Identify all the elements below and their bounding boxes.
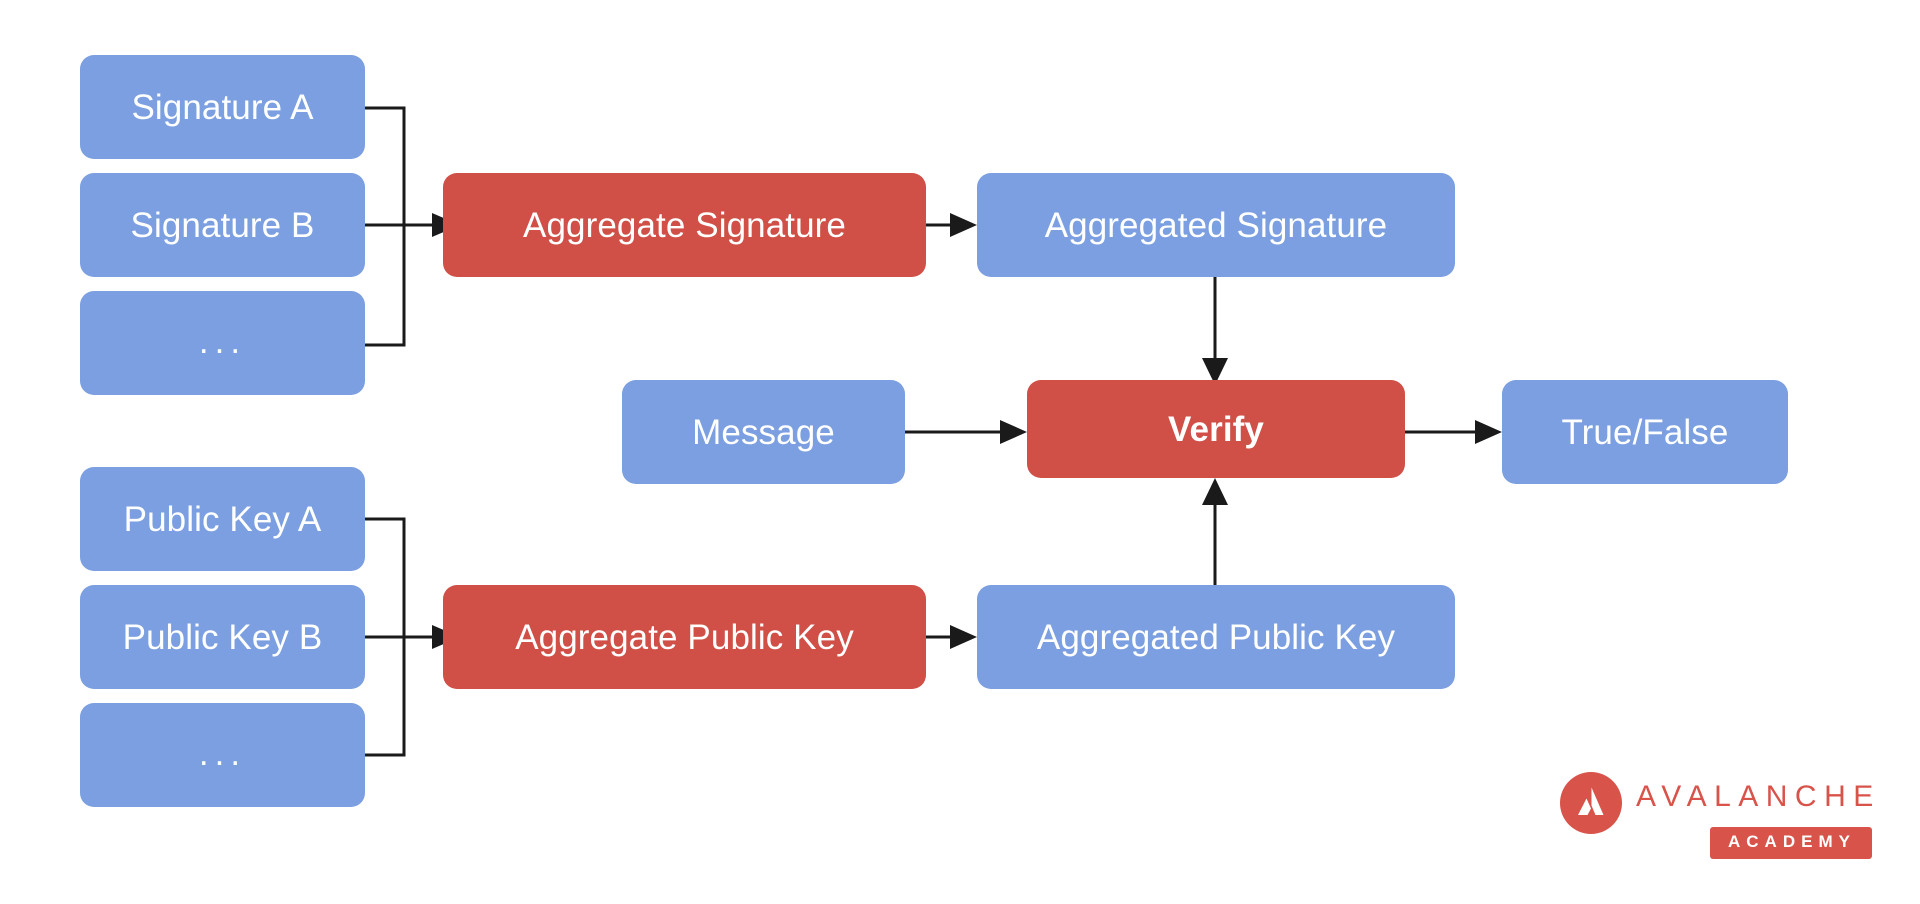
academy-badge: ACADEMY bbox=[1710, 827, 1872, 859]
node-message[interactable]: Message bbox=[622, 380, 905, 484]
node-verify-label: Verify bbox=[1168, 409, 1264, 449]
node-signature-more-label: ... bbox=[198, 321, 247, 361]
node-public-key-more-label: ... bbox=[198, 733, 247, 773]
node-message-label: Message bbox=[692, 412, 835, 452]
node-public-key-a[interactable]: Public Key A bbox=[80, 467, 365, 571]
node-aggregate-signature[interactable]: Aggregate Signature bbox=[443, 173, 926, 277]
node-public-key-more[interactable]: ... bbox=[80, 703, 365, 807]
connector-public-key-more-to-bus bbox=[365, 637, 406, 757]
node-aggregated-public-key[interactable]: Aggregated Public Key bbox=[977, 585, 1455, 689]
node-signature-more[interactable]: ... bbox=[80, 291, 365, 395]
node-public-key-a-label: Public Key A bbox=[123, 499, 322, 539]
avalanche-wordmark: AVALANCHE bbox=[1636, 780, 1881, 813]
arrowhead-to-true-false bbox=[1475, 420, 1502, 444]
node-aggregated-signature[interactable]: Aggregated Signature bbox=[977, 173, 1455, 277]
avalanche-a-mountain-icon bbox=[1560, 772, 1622, 834]
node-verify[interactable]: Verify bbox=[1027, 380, 1405, 478]
node-true-false-label: True/False bbox=[1561, 412, 1729, 452]
arrowhead-verify-bottom bbox=[1202, 478, 1228, 505]
arrowhead-to-aggregated-signature bbox=[950, 213, 977, 237]
node-signature-b-label: Signature B bbox=[130, 205, 315, 245]
node-aggregate-public-key[interactable]: Aggregate Public Key bbox=[443, 585, 926, 689]
node-signature-a[interactable]: Signature A bbox=[80, 55, 365, 159]
arrowhead-to-aggregated-public-key bbox=[950, 625, 977, 649]
node-public-key-b-label: Public Key B bbox=[122, 617, 323, 657]
node-aggregated-signature-label: Aggregated Signature bbox=[1044, 205, 1388, 245]
node-aggregate-signature-label: Aggregate Signature bbox=[523, 205, 846, 245]
avalanche-academy-logo[interactable]: AVALANCHE ACADEMY bbox=[1560, 770, 1890, 865]
node-signature-a-label: Signature A bbox=[131, 87, 314, 127]
node-public-key-b[interactable]: Public Key B bbox=[80, 585, 365, 689]
node-signature-b[interactable]: Signature B bbox=[80, 173, 365, 277]
connector-public-key-a-to-bus bbox=[365, 517, 406, 637]
node-aggregate-public-key-label: Aggregate Public Key bbox=[515, 617, 854, 657]
connector-signature-a-to-bus bbox=[365, 106, 406, 225]
arrowhead-verify-left bbox=[1000, 420, 1027, 444]
academy-badge-label: ACADEMY bbox=[1728, 832, 1856, 851]
node-true-false[interactable]: True/False bbox=[1502, 380, 1788, 484]
connector-signature-more-to-bus bbox=[365, 225, 406, 347]
node-aggregated-public-key-label: Aggregated Public Key bbox=[1036, 617, 1396, 657]
